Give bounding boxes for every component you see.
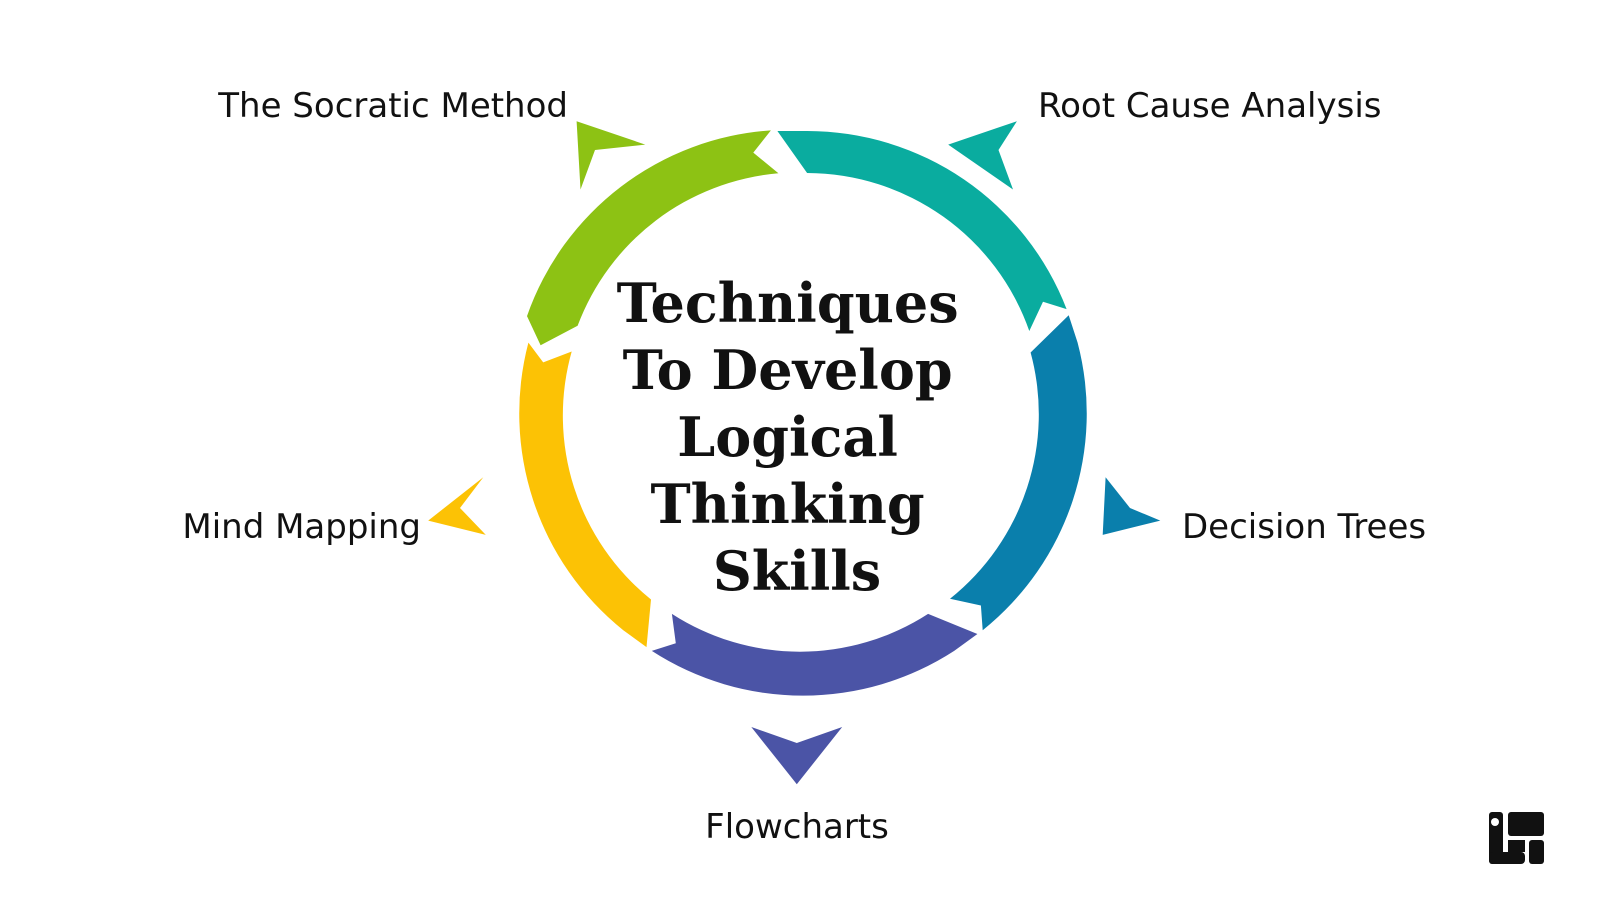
- label-decision-trees: Decision Trees: [1182, 507, 1426, 547]
- ring-segment-flowcharts: [651, 613, 978, 696]
- center-title: Techniques To Develop Logical Thinking S…: [617, 271, 978, 603]
- ring-segment-socratic: [527, 130, 779, 346]
- label-flowcharts: Flowcharts: [705, 807, 889, 847]
- label-root-cause-analysis: Root Cause Analysis: [1038, 86, 1382, 126]
- ring-segment-decision-trees: [950, 315, 1087, 631]
- ring: [519, 130, 1087, 696]
- title-line: To Develop: [623, 338, 953, 402]
- ring-segment-mind-mapping: [519, 342, 651, 648]
- arrowheads: [428, 121, 1161, 785]
- label-mind-mapping: Mind Mapping: [182, 507, 421, 547]
- title-line: Techniques: [617, 271, 959, 335]
- title-line: Skills: [713, 539, 881, 603]
- arrowhead-mind-mapping-icon: [428, 477, 486, 535]
- title-line: Logical: [677, 405, 898, 469]
- brand-logo-icon: [1489, 812, 1544, 864]
- ring-segment-root-cause: [777, 130, 1067, 331]
- label-socratic-method: The Socratic Method: [217, 86, 568, 126]
- arrowhead-root-cause-icon: [948, 121, 1017, 190]
- arrowhead-flowcharts-icon: [751, 727, 843, 785]
- arrowhead-socratic-icon: [576, 121, 646, 190]
- arrowhead-decision-trees-icon: [1102, 477, 1161, 535]
- title-line: Thinking: [651, 472, 925, 536]
